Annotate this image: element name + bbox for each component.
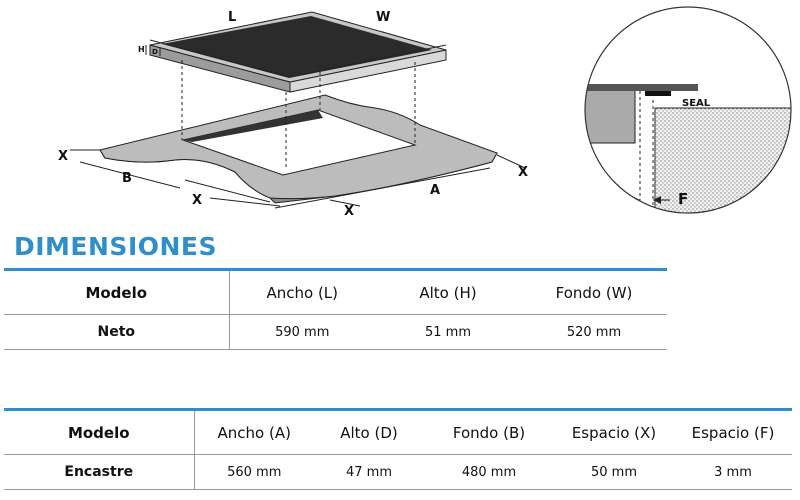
table-header-row: Modelo Ancho (L) Alto (H) Fondo (W): [4, 269, 667, 315]
label-min: Min. 3mm: [622, 211, 678, 222]
column-header: Espacio (X): [554, 409, 674, 455]
label-h: H: [138, 45, 145, 54]
table-row: Encastre 560 mm 47 mm 480 mm 50 mm 3 mm: [4, 454, 792, 490]
column-header: Ancho (L): [229, 269, 375, 315]
row-label: Neto: [4, 314, 230, 350]
label-x-bottom: X: [344, 204, 354, 219]
table-cell: 47 mm: [314, 454, 424, 490]
label-d: D: [152, 48, 158, 56]
projection-lines: [181, 60, 416, 168]
column-header: Fondo (B): [424, 409, 554, 455]
installation-diagram: L W H D X B X X A X Min. 3mm SEAL F: [58, 6, 792, 222]
label-l: L: [228, 10, 236, 25]
table-row: Neto 590 mm 51 mm 520 mm: [4, 314, 667, 350]
net-dimensions-table: Modelo Ancho (L) Alto (H) Fondo (W) Neto…: [4, 268, 667, 350]
label-f: F: [678, 190, 688, 208]
row-label: Encastre: [4, 454, 195, 490]
label-seal: SEAL: [682, 98, 711, 109]
hob-unit: [149, 11, 447, 93]
column-header: Ancho (A): [194, 409, 314, 455]
label-x-right: X: [518, 165, 528, 180]
table-cell: 520 mm: [521, 314, 667, 350]
label-x-left: X: [58, 149, 68, 164]
table-cell: 3 mm: [674, 454, 792, 490]
table-cell: 590 mm: [229, 314, 375, 350]
label-w: W: [376, 10, 390, 25]
column-header: Fondo (W): [521, 269, 667, 315]
dimension-lines: [70, 39, 526, 209]
table-cell: 480 mm: [424, 454, 554, 490]
label-a: A: [430, 183, 440, 198]
section-title: DIMENSIONES: [14, 232, 217, 261]
countertop: [99, 94, 498, 204]
table-header-row: Modelo Ancho (A) Alto (D) Fondo (B) Espa…: [4, 409, 792, 455]
column-header: Espacio (F): [674, 409, 792, 455]
label-x-bottom-left: X: [192, 193, 202, 208]
table-cell: 50 mm: [554, 454, 674, 490]
built-in-dimensions-table: Modelo Ancho (A) Alto (D) Fondo (B) Espa…: [4, 408, 792, 490]
table-cell: 560 mm: [194, 454, 314, 490]
column-header: Alto (D): [314, 409, 424, 455]
column-header: Modelo: [4, 269, 230, 315]
seal-detail: Min. 3mm SEAL F: [584, 6, 792, 222]
column-header: Modelo: [4, 409, 195, 455]
table-cell: 51 mm: [375, 314, 521, 350]
column-header: Alto (H): [375, 269, 521, 315]
label-b: B: [122, 171, 132, 186]
